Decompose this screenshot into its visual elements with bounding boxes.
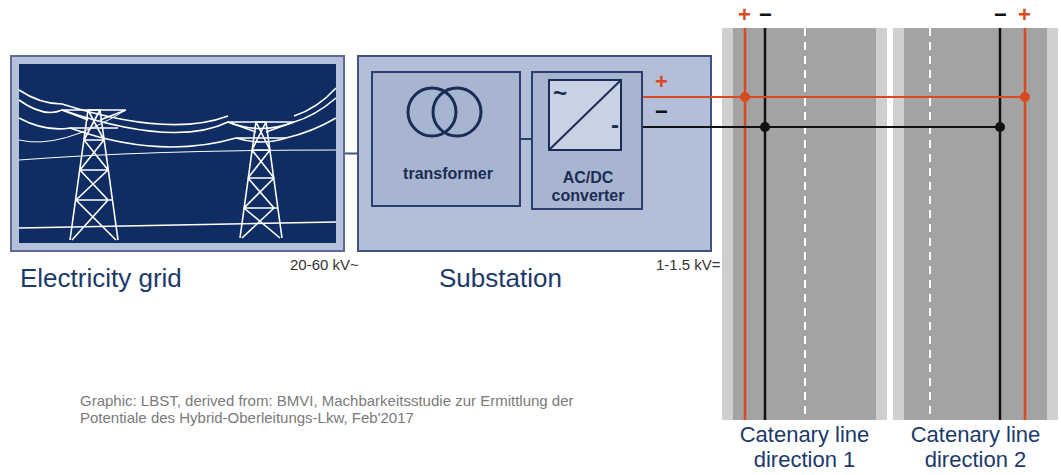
- catenary-wire-negative: [999, 28, 1002, 420]
- caption: Graphic: LBST, derived from: BMVI, Machb…: [80, 392, 640, 427]
- polarity-sign: −: [994, 2, 1007, 27]
- voltage-label: 20-60 kV~: [290, 256, 359, 273]
- polarity-sign: +: [655, 69, 668, 94]
- feeder-wire: [893, 96, 1025, 98]
- junction-dot: [760, 122, 770, 132]
- node-title: Catenary line direction 2: [895, 422, 1056, 473]
- lane-marking: [929, 28, 931, 420]
- wire-connector: [345, 153, 357, 155]
- catenary-wire-positive: [744, 28, 747, 420]
- road: [893, 28, 1058, 420]
- ac-symbol: ~: [553, 79, 577, 107]
- dc-symbol: -: [611, 111, 631, 139]
- lane-marking: [804, 28, 806, 420]
- node-label: AC/DC converter: [535, 169, 641, 206]
- wire-connector: [521, 138, 531, 140]
- polarity-sign: −: [759, 2, 772, 27]
- road-lane: [733, 28, 876, 420]
- feeder-wire: [722, 126, 887, 128]
- converter-diagonal: [549, 80, 621, 150]
- converter-symbol: [549, 80, 621, 150]
- grid-picture: [19, 64, 336, 243]
- road-lane: [904, 28, 1047, 420]
- pylons: [19, 88, 336, 240]
- transformer-coil: [433, 88, 481, 136]
- wire-connector: [887, 96, 893, 98]
- junction-dot: [995, 122, 1005, 132]
- road: [722, 28, 887, 420]
- polarity-sign: +: [738, 2, 751, 27]
- junction-dot: [1020, 92, 1030, 102]
- wire-connector: [887, 126, 893, 128]
- polarity-sign: +: [1018, 2, 1031, 27]
- wire-connector: [643, 96, 722, 98]
- wire-connector: [643, 126, 722, 128]
- node-title: Catenary line direction 1: [724, 422, 885, 473]
- catenary-wire-positive: [1024, 28, 1027, 420]
- voltage-label: 1-1.5 kV=: [656, 256, 721, 273]
- junction-dot: [740, 92, 750, 102]
- polarity-sign: −: [655, 99, 668, 124]
- node-label: transformer: [377, 165, 519, 183]
- catenary-wire-negative: [764, 28, 767, 420]
- feeder-wire: [893, 126, 1000, 128]
